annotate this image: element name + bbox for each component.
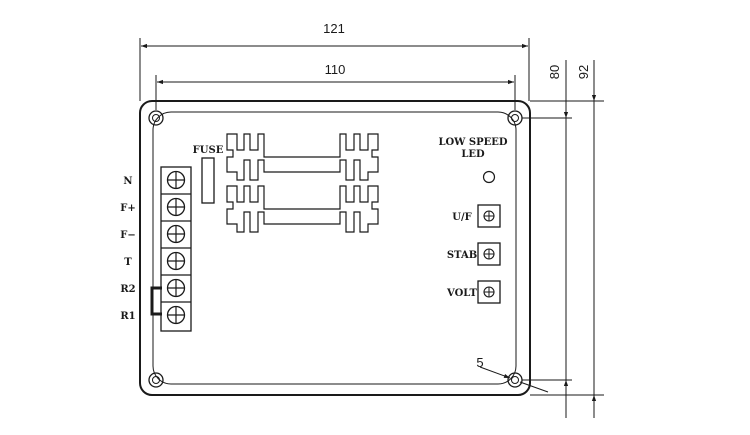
low-speed-label-line2: LED [461, 149, 485, 160]
terminal-screw-f-minus [166, 224, 186, 244]
dimension-hole-spacing: 110 [155, 62, 516, 110]
terminal-label-r2: R2 [120, 284, 135, 295]
pot-housing [477, 242, 501, 266]
heatsink-lower [226, 185, 379, 233]
pot-u-f[interactable]: U/F [452, 204, 501, 228]
pot-housing [477, 204, 501, 228]
pot-label-volt: VOLT [446, 288, 478, 299]
pot-volt[interactable]: VOLT [446, 280, 501, 304]
pot-housing [477, 280, 501, 304]
heatsink-upper [226, 133, 379, 181]
potentiometers: U/F STAB VOLT [446, 204, 501, 304]
terminal-label-r1: R1 [120, 311, 135, 322]
pot-label-u-f: U/F [452, 212, 471, 223]
dimension-overall-width: 121 [139, 21, 530, 101]
terminal-screw-n [166, 170, 186, 190]
low-speed-led: LOW SPEED LED [438, 137, 508, 184]
terminal-screw-t [166, 251, 186, 271]
led-indicator [482, 170, 496, 184]
pot-label-stab: STAB [447, 250, 477, 261]
fuse: FUSE [193, 145, 224, 204]
terminal-label-f-minus: F− [120, 230, 135, 241]
mounting-hole-top-left [148, 110, 164, 126]
dimension-label-overall-width: 121 [323, 21, 345, 36]
terminal-label-n: N [123, 176, 132, 187]
low-speed-label-line1: LOW SPEED [438, 137, 507, 148]
dimension-overall-height: 92 [530, 60, 604, 418]
fuse-label: FUSE [193, 145, 224, 156]
dimension-label-hole-spacing: 110 [325, 62, 346, 77]
pot-knob-icon[interactable] [483, 248, 495, 260]
dimension-label-overall-height: 92 [576, 65, 591, 79]
jumper-r2-r1 [150, 286, 162, 316]
terminal-block [160, 166, 192, 332]
terminal-label-f-plus: F+ [120, 203, 135, 214]
dimension-label-hole-height: 80 [547, 65, 562, 79]
terminal-screws [161, 170, 191, 325]
pot-stab[interactable]: STAB [447, 242, 501, 266]
terminal-label-t: T [124, 257, 132, 268]
mounting-hole-bottom-left [148, 372, 164, 388]
pot-knob-icon[interactable] [483, 286, 495, 298]
dimension-hole-height: 80 [522, 60, 572, 418]
board-outline [139, 100, 531, 396]
dimension-label-hole-diameter: 5 [476, 355, 483, 370]
dimension-hole-diameter: 5 [476, 355, 549, 393]
terminal-screw-f-plus [166, 197, 186, 217]
terminal-screw-r1 [166, 305, 186, 325]
pot-knob-icon[interactable] [483, 210, 495, 222]
terminal-screw-r2 [166, 278, 186, 298]
